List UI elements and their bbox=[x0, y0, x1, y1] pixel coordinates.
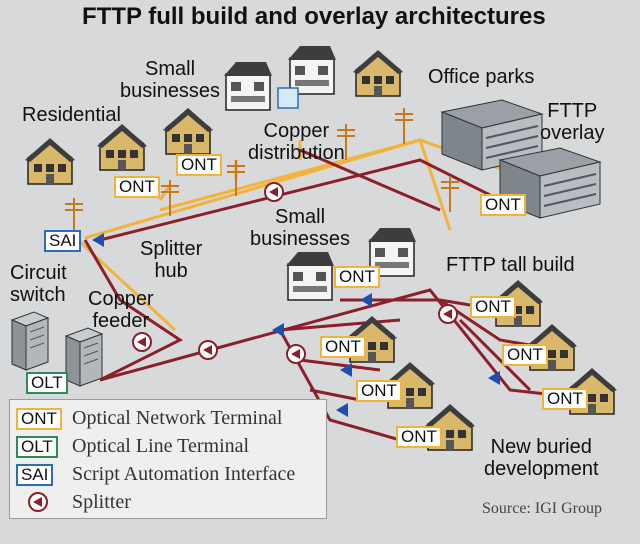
distribution-box-icon bbox=[277, 87, 299, 109]
pole-icon bbox=[394, 107, 414, 145]
legend-text-olt: Optical Line Terminal bbox=[72, 435, 250, 457]
label-splitter-hub: Splitter hub bbox=[140, 238, 203, 282]
label-residential: Residential bbox=[22, 104, 121, 126]
house-icon bbox=[352, 49, 404, 97]
shop-icon bbox=[285, 251, 335, 301]
label-copper-distribution: Copper distribution bbox=[248, 120, 345, 164]
splitter-icon bbox=[132, 332, 152, 352]
label-circuit-switch: Circuit switch bbox=[10, 262, 67, 306]
arrow-icon bbox=[272, 323, 284, 337]
olt-cabinet-icon bbox=[65, 327, 103, 387]
ont-tag: ONT bbox=[470, 296, 516, 318]
splitter-icon bbox=[198, 340, 218, 360]
ont-tag: ONT bbox=[396, 426, 442, 448]
ont-tag: ONT bbox=[114, 176, 160, 198]
source-credit: Source: IGI Group bbox=[482, 500, 602, 517]
splitter-icon bbox=[438, 304, 458, 324]
label-office-parks: Office parks bbox=[428, 66, 535, 88]
label-copper-feeder: Copper feeder bbox=[88, 288, 154, 332]
pole-icon bbox=[64, 197, 84, 235]
legend-text-splitter: Splitter bbox=[72, 491, 131, 513]
arrow-icon bbox=[360, 293, 372, 307]
ont-tag: ONT bbox=[320, 336, 366, 358]
shop-icon bbox=[223, 61, 273, 111]
arrow-icon bbox=[488, 371, 500, 385]
legend-key-olt: OLT bbox=[16, 436, 58, 458]
label-small-businesses-top: Small businesses bbox=[120, 58, 221, 102]
sai-tag: SAI bbox=[44, 230, 82, 252]
ont-tag: ONT bbox=[542, 388, 588, 410]
legend: ONT Optical Network Terminal OLT Optical… bbox=[9, 399, 327, 519]
shop-icon bbox=[287, 45, 337, 95]
ont-tag: ONT bbox=[356, 380, 402, 402]
legend-key-sai: SAI bbox=[16, 464, 54, 486]
house-icon bbox=[96, 123, 148, 171]
house-icon bbox=[162, 107, 214, 155]
splitter-icon bbox=[28, 492, 48, 512]
ont-tag: ONT bbox=[334, 266, 380, 288]
label-small-businesses-mid: Small businesses bbox=[250, 206, 351, 250]
ont-tag: ONT bbox=[502, 344, 548, 366]
label-new-buried-development: New buried development bbox=[484, 436, 599, 480]
ont-tag: ONT bbox=[176, 154, 222, 176]
page-title: FTTP full build and overlay architecture… bbox=[82, 3, 546, 30]
label-fttp-overlay: FTTP overlay bbox=[540, 100, 605, 144]
ont-tag: ONT bbox=[480, 194, 526, 216]
legend-text-sai: Script Automation Interface bbox=[72, 463, 296, 485]
label-fttp-tall-build: FTTP tall build bbox=[446, 254, 575, 276]
arrow-icon bbox=[336, 403, 348, 417]
olt-tag: OLT bbox=[26, 372, 68, 394]
splitter-icon bbox=[286, 344, 306, 364]
legend-text-ont: Optical Network Terminal bbox=[72, 407, 283, 429]
circuit-switch-icon bbox=[11, 311, 49, 371]
legend-key-ont: ONT bbox=[16, 408, 62, 430]
fiber-lines bbox=[83, 148, 601, 442]
splitter-icon bbox=[264, 182, 284, 202]
house-icon bbox=[24, 137, 76, 185]
